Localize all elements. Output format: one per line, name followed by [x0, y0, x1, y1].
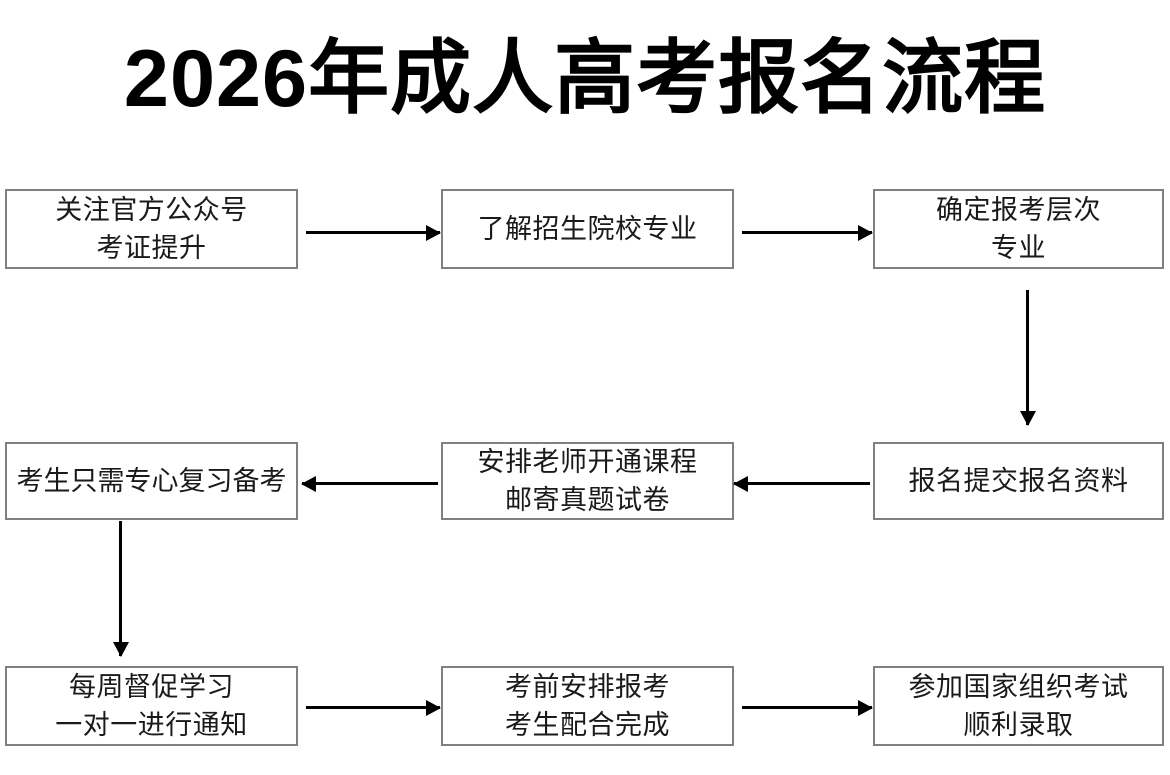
node-line-1: 关注官方公众号	[55, 194, 248, 225]
arrow-head-down-icon	[1019, 411, 1036, 426]
arrow-pre-exam-to-national-exam	[742, 699, 873, 716]
node-line-1: 安排老师开通课程	[477, 446, 698, 477]
node-line-2: 邮寄真题试卷	[505, 485, 670, 515]
flow-node-follow-official-account[interactable]: 关注官方公众号 考证提升	[5, 189, 298, 269]
flow-node-teacher-opens-course[interactable]: 安排老师开通课程 邮寄真题试卷	[441, 442, 734, 520]
flow-node-submit-application-materials[interactable]: 报名提交报名资料	[873, 442, 1164, 520]
flow-node-weekly-supervision[interactable]: 每周督促学习 一对一进行通知	[5, 666, 298, 746]
node-line-1: 每周督促学习	[69, 671, 234, 702]
arrow-confirm-to-submit	[1019, 290, 1036, 426]
node-line-2: 专业	[991, 233, 1046, 263]
arrow-weekly-to-pre-exam	[306, 699, 441, 716]
arrow-head-right-icon	[426, 224, 441, 241]
node-line-1: 报名提交报名资料	[908, 465, 1129, 496]
arrow-teacher-to-student-review	[301, 475, 438, 492]
node-line-2: 顺利录取	[963, 710, 1074, 740]
node-line-1: 参加国家组织考试	[908, 671, 1129, 702]
arrow-head-right-icon	[426, 699, 441, 716]
node-line-2: 考证提升	[96, 233, 207, 263]
flow-node-confirm-level-major[interactable]: 确定报考层次 专业	[873, 189, 1164, 269]
node-line-1: 了解招生院校专业	[477, 213, 698, 244]
arrow-head-left-icon	[733, 475, 748, 492]
arrow-head-right-icon	[858, 224, 873, 241]
arrow-head-down-icon	[112, 642, 129, 657]
node-line-2: 一对一进行通知	[55, 710, 248, 740]
node-line-2: 考生配合完成	[505, 710, 670, 740]
arrow-review-to-weekly	[112, 521, 129, 657]
arrow-head-left-icon	[301, 475, 316, 492]
arrow-follow-to-learn	[306, 224, 441, 241]
flow-node-learn-schools-majors[interactable]: 了解招生院校专业	[441, 189, 734, 269]
flow-node-take-national-exam[interactable]: 参加国家组织考试 顺利录取	[873, 666, 1164, 746]
flow-node-student-focus-review[interactable]: 考生只需专心复习备考	[5, 442, 298, 520]
arrow-head-right-icon	[858, 699, 873, 716]
page-title: 2026年成人高考报名流程	[123, 34, 1047, 124]
flow-node-pre-exam-registration[interactable]: 考前安排报考 考生配合完成	[441, 666, 734, 746]
node-line-1: 考生只需专心复习备考	[16, 465, 287, 496]
arrow-learn-to-confirm	[742, 224, 873, 241]
node-line-1: 确定报考层次	[936, 194, 1101, 225]
arrow-submit-to-teacher	[733, 475, 870, 492]
node-line-1: 考前安排报考	[505, 671, 670, 702]
